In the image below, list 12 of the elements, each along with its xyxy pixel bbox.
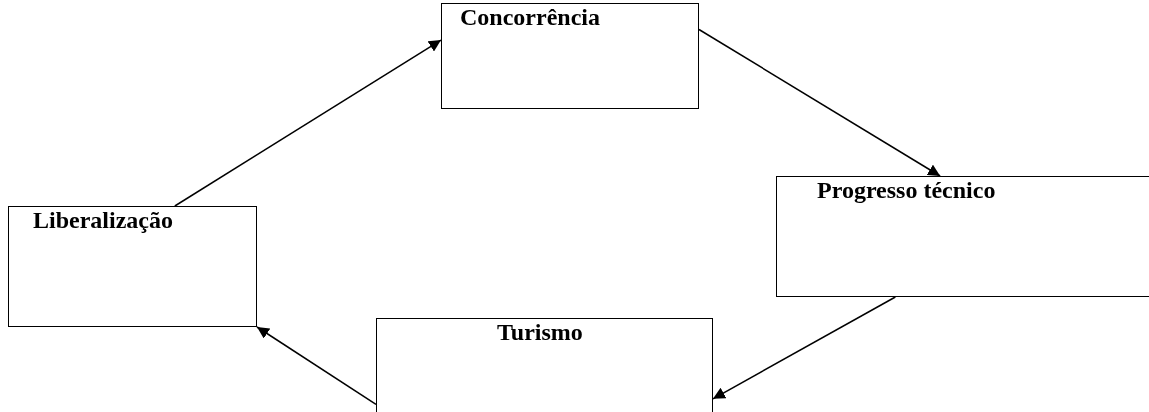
arrow [712, 296, 897, 400]
arrow [174, 39, 442, 207]
box-label: Turismo [497, 319, 583, 346]
box-label: Progresso técnico [817, 177, 996, 204]
process-box [376, 318, 713, 412]
box-label: Concorrência [460, 4, 600, 31]
arrow [698, 28, 941, 177]
box-label: Liberalização [33, 207, 173, 234]
process-box [776, 176, 1149, 297]
arrow [256, 326, 377, 406]
process-box [8, 206, 257, 327]
process-box [441, 3, 699, 109]
